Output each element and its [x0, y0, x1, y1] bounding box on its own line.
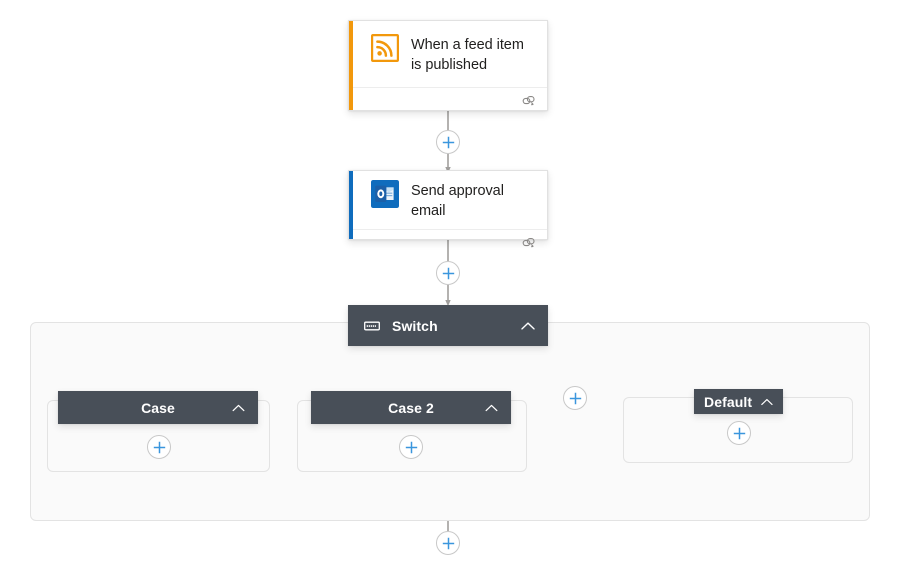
plus-icon — [442, 537, 454, 549]
case-1-label: Case — [141, 399, 175, 416]
rss-icon — [371, 34, 399, 62]
plus-icon — [442, 267, 454, 279]
case-2-header[interactable]: Case 2 — [311, 391, 511, 424]
trigger-card-header: When a feed item is published — [349, 21, 547, 87]
chevron-up-icon[interactable] — [521, 321, 535, 330]
action-accent-bar — [349, 171, 353, 239]
action-card-header: Send approval email — [349, 171, 547, 229]
case-default-label: Default — [704, 393, 753, 410]
add-step-button-2[interactable] — [436, 261, 460, 285]
case-default-header[interactable]: Default — [694, 389, 783, 414]
add-case-button[interactable] — [563, 386, 587, 410]
connection-icon[interactable] — [522, 94, 536, 108]
plus-icon — [569, 392, 581, 404]
switch-node-label: Switch — [392, 317, 438, 334]
chevron-up-icon[interactable] — [761, 398, 773, 406]
outlook-icon — [371, 180, 399, 208]
connection-icon[interactable] — [522, 236, 536, 250]
plus-icon — [405, 441, 417, 453]
plus-icon — [153, 441, 165, 453]
trigger-card-title: When a feed item is published — [411, 37, 524, 73]
case-2-add-action-button[interactable] — [399, 435, 423, 459]
add-step-button-1[interactable] — [436, 130, 460, 154]
trigger-accent-bar — [349, 21, 353, 110]
action-card[interactable]: Send approval email — [348, 170, 548, 248]
switch-icon — [364, 321, 380, 330]
plus-icon — [442, 136, 454, 148]
case-default-add-action-button[interactable] — [727, 421, 751, 445]
action-card-title: Send approval email — [411, 183, 504, 219]
chevron-up-icon[interactable] — [232, 404, 245, 412]
trigger-card[interactable]: When a feed item is published — [348, 20, 548, 111]
case-2-label: Case 2 — [388, 399, 434, 416]
switch-node-header[interactable]: Switch — [348, 305, 548, 346]
plus-icon — [733, 427, 745, 439]
case-1-header[interactable]: Case — [58, 391, 258, 424]
add-step-button-3[interactable] — [436, 531, 460, 555]
chevron-up-icon[interactable] — [485, 404, 498, 412]
action-card-footer — [353, 229, 547, 256]
trigger-card-footer — [353, 87, 547, 114]
case-1-add-action-button[interactable] — [147, 435, 171, 459]
